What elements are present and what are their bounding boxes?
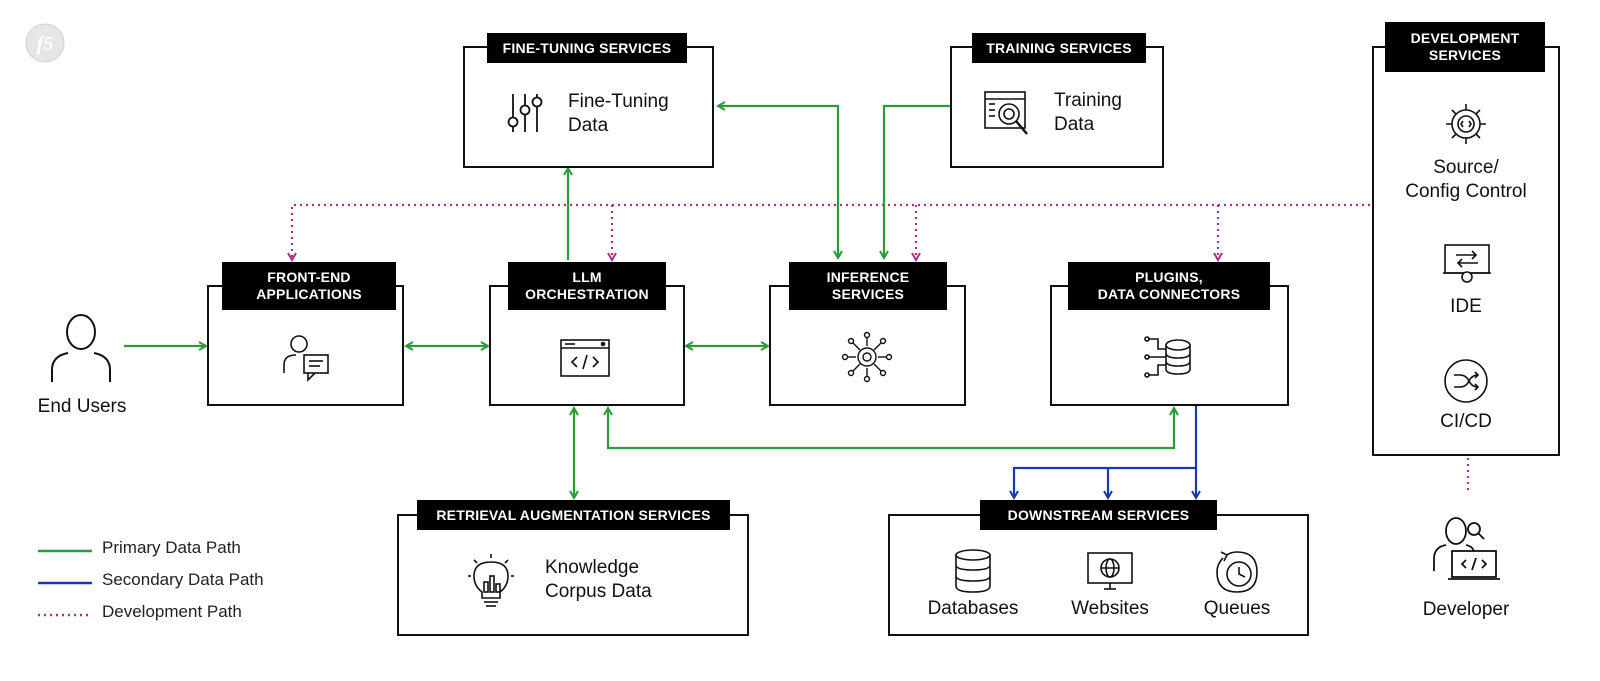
development-services-box <box>1372 46 1560 456</box>
sliders-icon <box>505 92 545 134</box>
training-data-icon <box>983 90 1031 138</box>
legend-primary-swatch <box>38 549 92 553</box>
ci-cd-icon <box>1442 357 1490 405</box>
queues-label: Queues <box>1203 598 1271 619</box>
primary-path <box>124 106 1174 498</box>
database-connector-icon <box>1144 331 1196 383</box>
ide-icon <box>1442 243 1492 285</box>
legend-secondary-swatch <box>38 581 92 585</box>
secondary-path <box>1014 406 1196 498</box>
developer-label: Developer <box>1422 599 1510 620</box>
training-services-title: TRAINING SERVICES <box>972 33 1146 63</box>
databases-icon <box>953 548 993 594</box>
f5-logo: f5 <box>24 22 66 64</box>
queues-clock-icon <box>1213 548 1261 596</box>
databases-label: Databases <box>927 598 1019 619</box>
legend-development-swatch <box>38 613 92 617</box>
ide-label: IDE <box>1450 296 1482 317</box>
end-users-label: End Users <box>37 396 127 417</box>
downstream-services-title: DOWNSTREAM SERVICES <box>980 500 1217 530</box>
developer-icon <box>1428 513 1504 589</box>
source-control-gear-icon <box>1442 100 1490 148</box>
websites-label: Websites <box>1071 598 1149 619</box>
user-chat-icon <box>282 333 332 383</box>
websites-icon <box>1086 551 1134 591</box>
ai-chip-icon <box>841 331 893 383</box>
plugins-data-connectors-title: PLUGINS,DATA CONNECTORS <box>1068 262 1270 310</box>
f5-logo-text: f5 <box>37 33 54 55</box>
retrieval-augmentation-services-box <box>397 514 749 636</box>
end-user-icon <box>48 312 114 384</box>
retrieval-augmentation-services-title: RETRIEVAL AUGMENTATION SERVICES <box>417 500 730 530</box>
legend-secondary-label: Secondary Data Path <box>102 570 264 589</box>
lightbulb-icon <box>466 554 516 608</box>
code-window-icon <box>559 338 611 380</box>
development-path <box>292 203 1470 492</box>
fine-tuning-services-title: FINE-TUNING SERVICES <box>487 33 687 63</box>
legend-development-label: Development Path <box>102 602 242 621</box>
downstream-services-box <box>888 514 1309 636</box>
source-config-control-label: Source/Config Control <box>1405 157 1527 202</box>
ci-cd-label: CI/CD <box>1440 411 1492 432</box>
legend-primary-label: Primary Data Path <box>102 538 241 557</box>
